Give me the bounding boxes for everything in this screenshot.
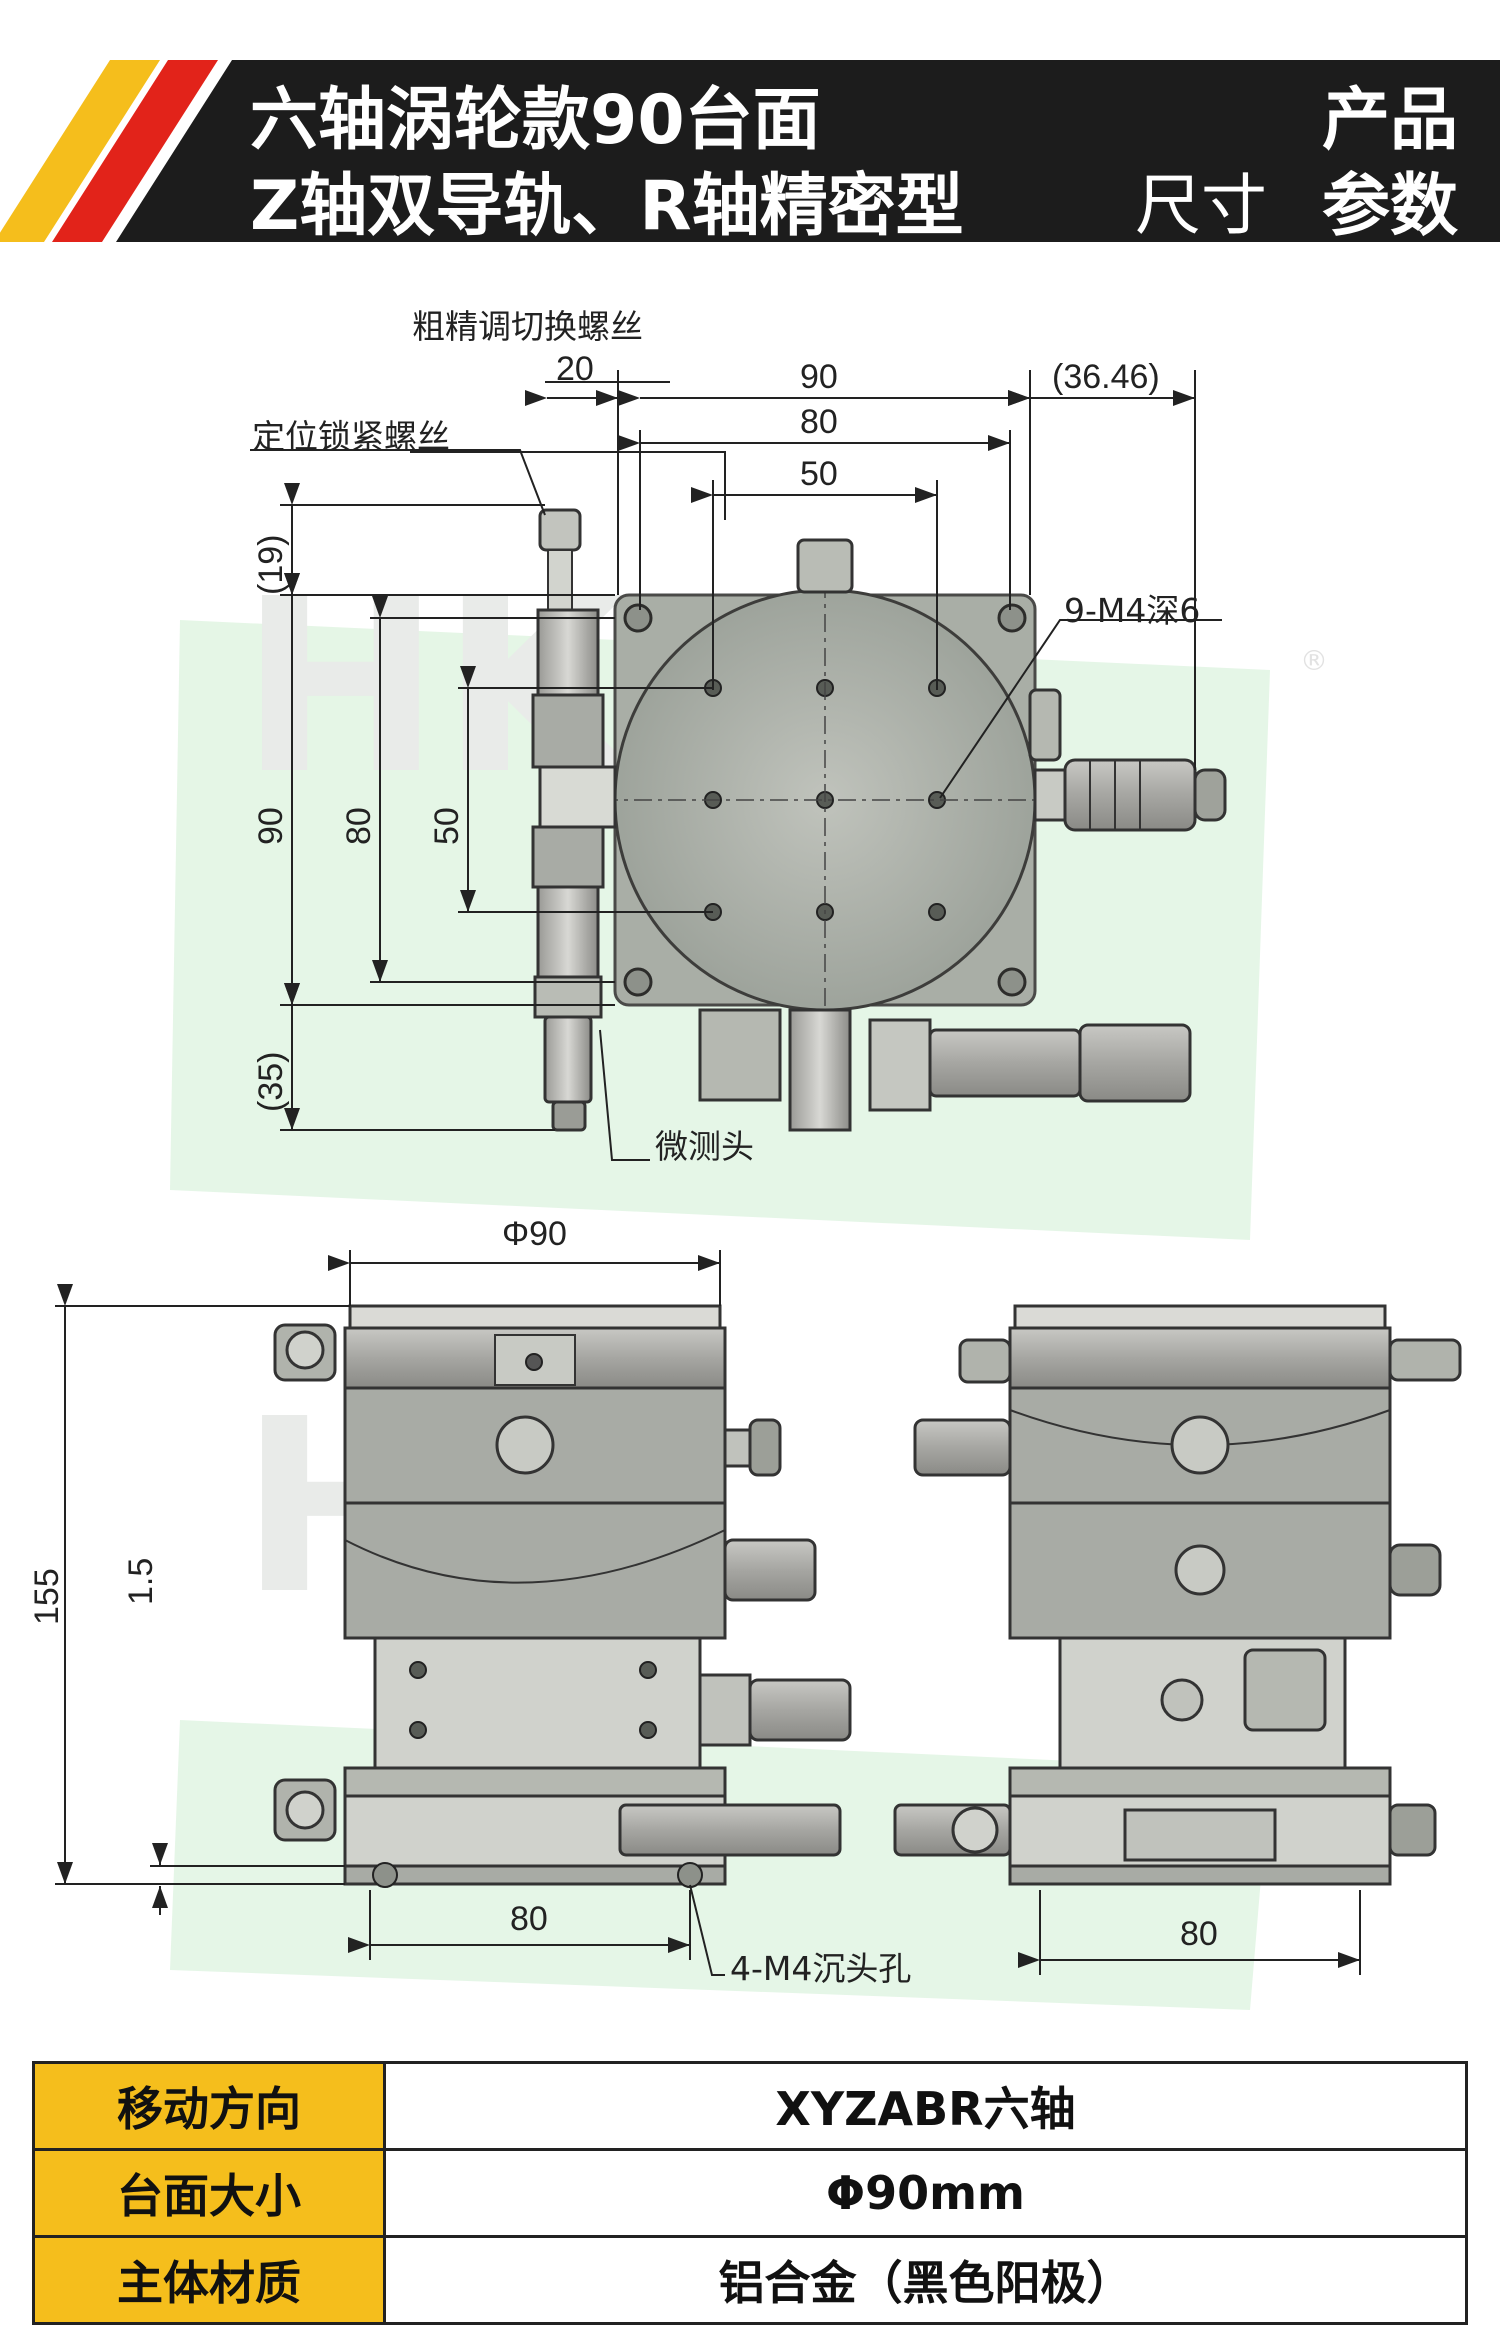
side-view <box>893 1304 1462 1975</box>
r-axis-fine-adjuster <box>1063 758 1197 832</box>
spec-key: 主体材质 <box>32 2235 386 2325</box>
header-badge-line1: 产品 <box>1322 81 1459 160</box>
callout-holes: 9-M4深6 <box>1064 591 1201 630</box>
spec-table: 移动方向 XYZABR六轴 台面大小 Φ90mm 主体材质 铝合金（黑色阳极） <box>32 2061 1468 2325</box>
stripe-red <box>52 60 218 242</box>
header-background <box>0 60 1500 242</box>
spec-key: 移动方向 <box>32 2061 386 2151</box>
dim-19: (19) <box>252 534 290 595</box>
header-bar <box>116 60 1500 242</box>
dim-50: 50 <box>800 455 838 493</box>
dim-20: 20 <box>556 350 594 388</box>
dim-v50: 50 <box>428 807 466 845</box>
front-view <box>55 1250 852 1976</box>
drawing-svg: HK HK ® ® <box>55 370 1462 2010</box>
micrometer-bottom <box>928 1028 1082 1098</box>
callout-lock-screw: 定位锁紧螺丝 <box>252 417 450 456</box>
micrometer-thimble-left <box>543 1015 593 1104</box>
dim-v80: 80 <box>340 807 378 845</box>
table-row: 移动方向 XYZABR六轴 <box>32 2061 1468 2151</box>
spec-key: 台面大小 <box>32 2148 386 2238</box>
rotation-lock-knob <box>796 538 854 594</box>
table-row: 主体材质 铝合金（黑色阳极） <box>32 2235 1468 2325</box>
header-banner: 六轴涡轮款90台面 Z轴双导轨、R轴精密型 尺寸 产品 参数 <box>0 0 1500 246</box>
dim-36-46: (36.46) <box>1052 358 1160 396</box>
callout-micrometer: 微测头 <box>655 1127 754 1166</box>
stripe-yellow <box>0 60 160 242</box>
header-size-label: 尺寸 <box>1135 167 1267 244</box>
spec-value: XYZABR六轴 <box>383 2061 1468 2151</box>
header-badge-line2: 参数 <box>1322 167 1459 246</box>
table-row: 台面大小 Φ90mm <box>32 2148 1468 2238</box>
dim-80-side: 80 <box>1180 1915 1218 1953</box>
spec-value: 铝合金（黑色阳极） <box>383 2235 1468 2325</box>
spec-value: Φ90mm <box>383 2148 1468 2238</box>
dim-1-5: 1.5 <box>122 1557 160 1605</box>
dim-155: 155 <box>28 1568 66 1625</box>
micrometer-sleeve-left <box>536 885 600 979</box>
dim-80: 80 <box>800 403 838 441</box>
header-title-line2: Z轴双导轨、R轴精密型 <box>250 167 964 246</box>
callout-counterbore: 4-M4沉头孔 <box>730 1949 912 1988</box>
dim-80-front: 80 <box>510 1900 548 1938</box>
dim-v90: 90 <box>252 807 290 845</box>
technical-drawing: HK HK ® ® <box>0 250 1500 2035</box>
lock-screw-head <box>538 508 582 552</box>
dim-90: 90 <box>800 358 838 396</box>
header-title-line1: 六轴涡轮款90台面 <box>250 81 821 160</box>
dim-phi90: Φ90 <box>502 1215 567 1253</box>
callout-switch-screw: 粗精调切换螺丝 <box>412 307 643 346</box>
top-view <box>250 370 1227 1161</box>
watermark-registered-top: ® <box>1300 644 1328 677</box>
dim-35: (35) <box>252 1051 290 1112</box>
